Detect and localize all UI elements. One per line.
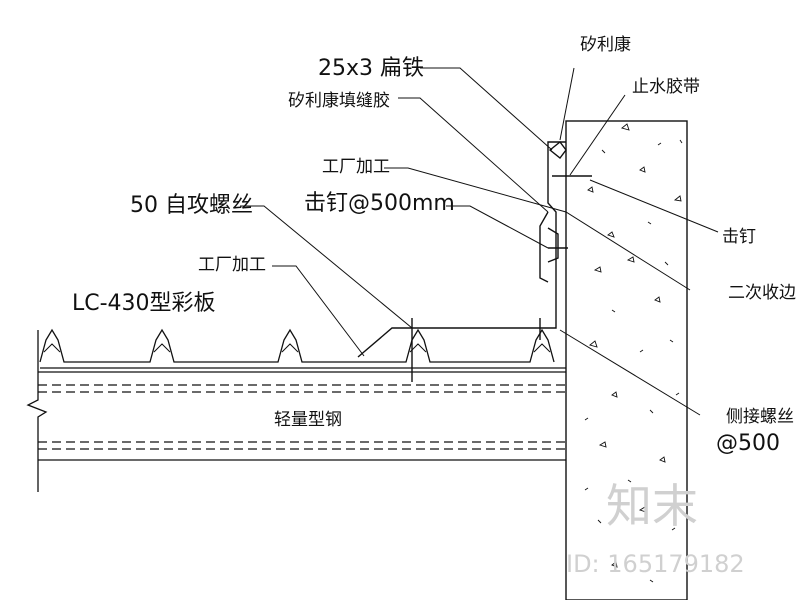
watermark-brand: 知末 xyxy=(606,479,698,533)
label-factory-work-1: 工厂加工 xyxy=(322,157,390,177)
label-factory-work-2: 工厂加工 xyxy=(198,255,266,275)
concrete-aggregate-pattern xyxy=(584,123,683,583)
leader-lines xyxy=(240,67,719,416)
label-flat-steel: 25x3 扁铁 xyxy=(318,56,424,81)
flashing-assembly xyxy=(357,141,592,382)
factory-flashing-lip xyxy=(539,211,549,283)
label-light-steel: 轻量型钢 xyxy=(274,410,342,430)
secondary-flashing xyxy=(357,141,566,358)
concrete-wall xyxy=(565,120,688,600)
label-secondary-flashing: 二次收边 xyxy=(728,283,796,303)
label-silicone-filler: 矽利康填缝胶 xyxy=(288,91,390,111)
label-nail: 击钉 xyxy=(722,227,756,247)
label-color-panel: LC-430型彩板 xyxy=(72,291,216,316)
label-side-screw-spacing: @500 xyxy=(716,431,780,456)
break-line xyxy=(26,330,48,492)
label-nail-spacing: 击钉@500mm xyxy=(304,191,455,216)
silicone-bead xyxy=(548,141,567,159)
label-self-tapping-screw: 50 自攻螺丝 xyxy=(130,193,253,218)
concrete-wall-outline xyxy=(565,120,688,600)
label-waterstop-tape: 止水胶带 xyxy=(632,77,700,97)
light-steel-beam xyxy=(26,330,566,492)
watermark-id: ID: 165179182 xyxy=(566,550,745,578)
label-silicone: 矽利康 xyxy=(580,35,631,55)
lc430-color-panel xyxy=(39,328,566,369)
label-side-screw: 侧接螺丝 xyxy=(726,407,794,427)
flat-steel-bar xyxy=(547,227,559,263)
